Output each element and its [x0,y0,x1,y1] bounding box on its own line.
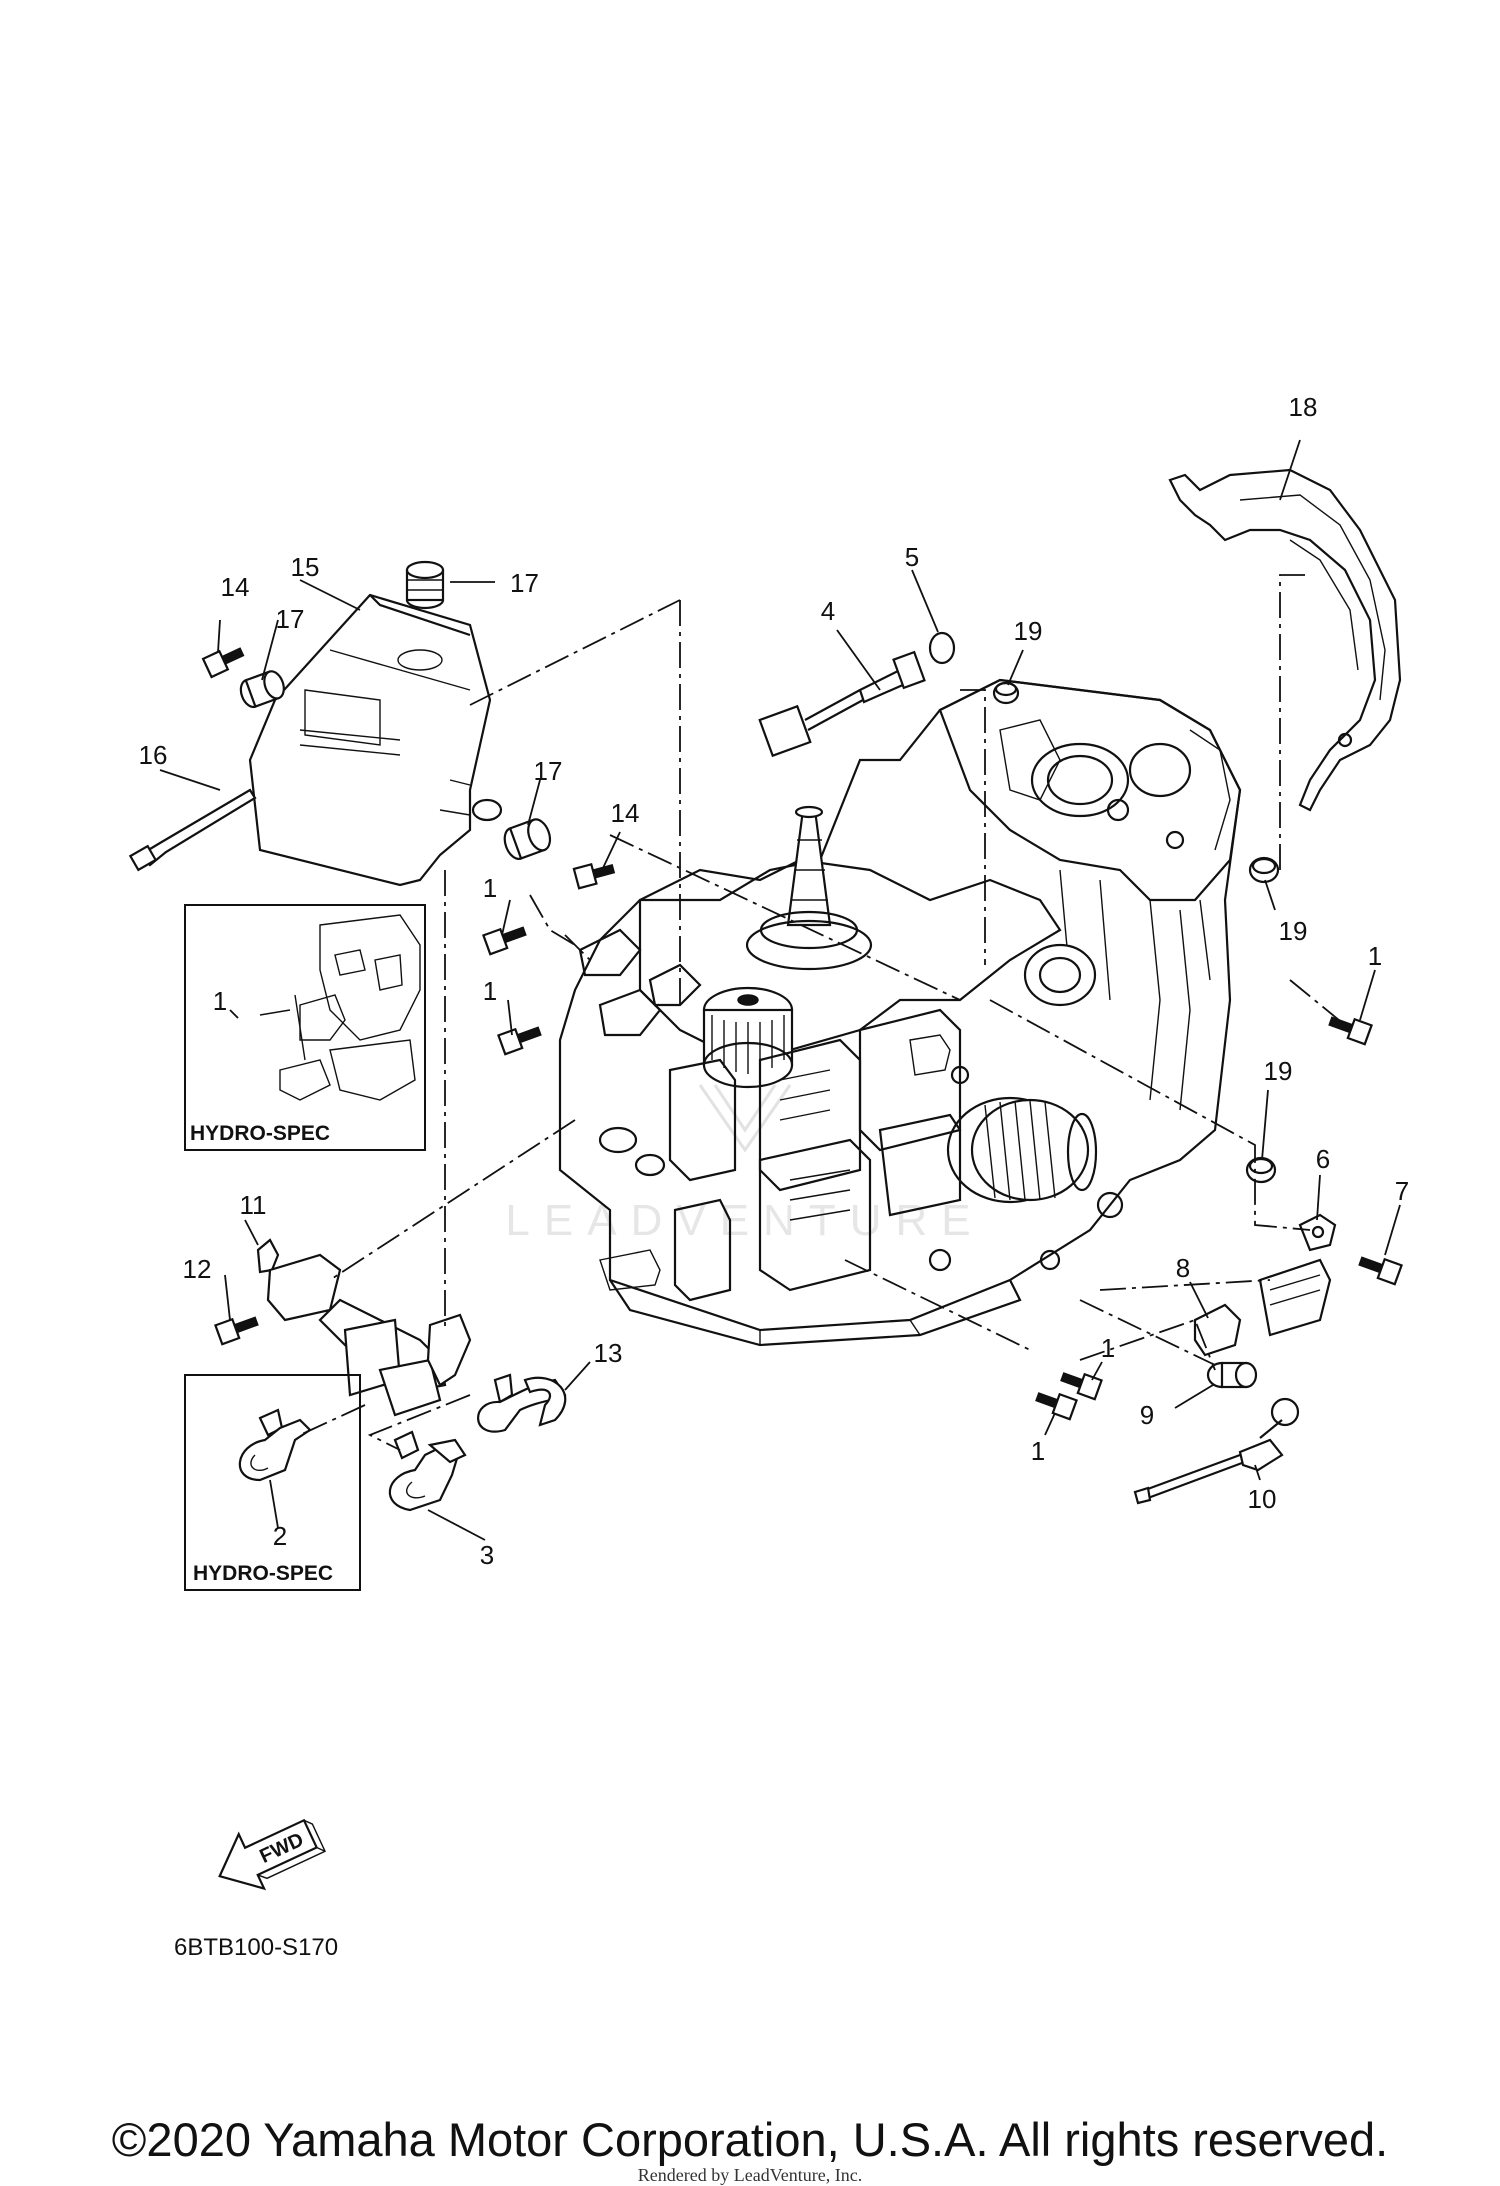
inset-upper-label: HYDRO-SPEC [190,1122,330,1145]
fwd-arrow-icon: FWD [218,1818,326,1891]
part-11-bracket [256,1238,472,1417]
part-17-grommets [239,560,552,860]
diagram-code: 6BTB100-S170 [174,1934,338,1961]
oil-filter [946,1096,1098,1204]
callout-16: 16 [139,740,168,770]
callout-14-upper: 14 [221,572,250,602]
callout-1-b: 1 [483,976,497,1006]
part-5-o-ring [928,631,956,665]
inset-lower-label: HYDRO-SPEC [193,1562,333,1585]
inset-hydro-spec-upper: HYDRO-SPEC [184,904,426,1151]
watermark: LEADVENTURE [505,1084,984,1245]
part-9-switch [1206,1361,1258,1389]
callout-9: 9 [1140,1400,1154,1430]
engine-block [558,678,1242,1347]
callout-1-a: 1 [483,873,497,903]
callout-7: 7 [1395,1176,1409,1206]
part-19-grommets [992,681,1280,1184]
callout-17-top: 17 [510,568,539,598]
callout-1-inset: 1 [213,986,227,1016]
rendered-by-notice: Rendered by LeadVenture, Inc. [637,2165,863,2185]
callout-19-right: 19 [1279,916,1308,946]
callout-15: 15 [291,552,320,582]
callout-labels: 18 15 14 17 17 16 17 14 5 4 19 19 19 1 1… [139,392,1410,1570]
inset-hydro-spec-lower: HYDRO-SPEC [184,1374,361,1591]
callout-leaders [159,439,1401,1541]
callout-1-right: 1 [1368,941,1382,971]
callout-18: 18 [1289,392,1318,422]
watermark-text: LEADVENTURE [505,1196,984,1245]
part-13-clamp [477,1373,567,1433]
part-8-clip [1193,1258,1332,1357]
callout-17-left: 17 [276,604,305,634]
callout-14-lower: 14 [611,798,640,828]
callout-12: 12 [183,1254,212,1284]
leader-lines [299,574,1346,1451]
part-10-sender [1133,1397,1300,1505]
callout-19-mid: 19 [1264,1056,1293,1086]
part-2-clamp [238,1408,312,1482]
callout-11: 11 [240,1190,267,1220]
part-4-sensor [758,650,926,758]
callout-19-top: 19 [1014,616,1043,646]
part-6-plate [1298,1213,1337,1252]
callout-1-lower: 1 [1031,1436,1045,1466]
callout-10: 10 [1248,1484,1277,1514]
copyright-notice: ©2020 Yamaha Motor Corporation, U.S.A. A… [111,2113,1389,2166]
callout-5: 5 [905,542,919,572]
part-3-clamp [388,1430,467,1512]
callout-2: 2 [273,1521,287,1551]
bolts [201,647,1403,1421]
part-16-cable-tie [128,788,257,872]
callout-17-right: 17 [534,756,563,786]
part-15-cover [248,593,503,887]
callout-3: 3 [480,1540,494,1570]
callout-8: 8 [1176,1253,1190,1283]
part-18-bracket [1168,468,1402,812]
callout-13: 13 [594,1338,623,1368]
callout-6: 6 [1316,1144,1330,1174]
callout-4: 4 [821,596,835,626]
starter-gear [702,986,794,1089]
callout-1-lower-right: 1 [1101,1333,1115,1363]
